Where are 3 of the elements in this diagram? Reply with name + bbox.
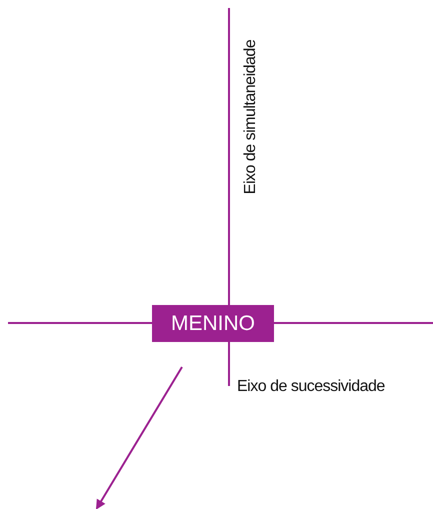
- name-box: MENINO: [152, 305, 274, 342]
- axis-label: Eixo de simultaneidade: [242, 39, 260, 194]
- axis-label: Eixo de sucessividade: [237, 378, 385, 396]
